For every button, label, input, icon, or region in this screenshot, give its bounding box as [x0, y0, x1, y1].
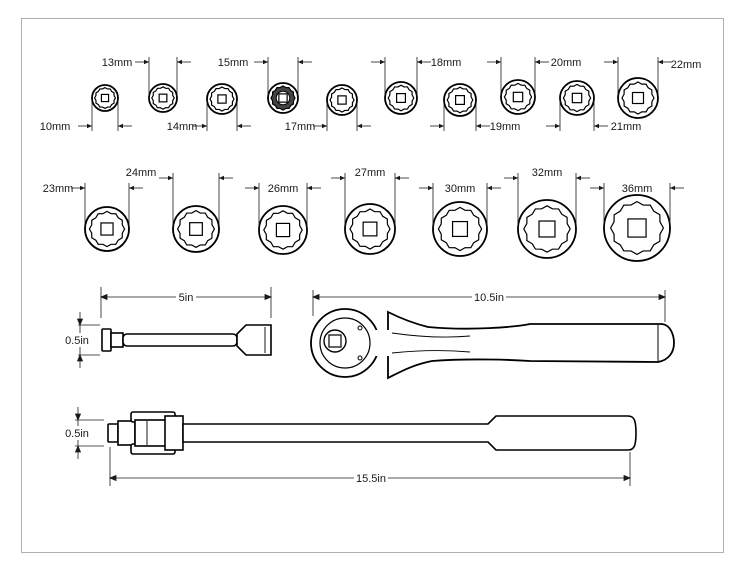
socket-dimension	[313, 102, 371, 131]
socket-square-drive	[512, 91, 524, 103]
socket-size-label: 22mm	[671, 59, 702, 71]
socket-size-label: 36mm	[622, 183, 653, 195]
socket-13mm: 13mm	[102, 57, 191, 113]
socket-17mm: 17mm	[285, 84, 371, 133]
socket-size-label: 20mm	[551, 57, 582, 69]
socket-dimension	[193, 101, 251, 131]
socket-square-drive	[631, 91, 645, 105]
socket-dimension	[78, 100, 132, 131]
socket-dimension	[331, 173, 409, 227]
socket-23mm: 23mm	[43, 183, 143, 252]
socket-square-drive	[217, 94, 227, 104]
socket-size-label: 30mm	[445, 183, 476, 195]
breaker-bar-drawing	[107, 411, 637, 455]
extension-bar: 5in 0.5in	[64, 287, 273, 368]
ratchet-drawing	[310, 308, 675, 380]
socket-dimension	[504, 173, 590, 227]
socket-square-drive	[189, 222, 203, 236]
socket-24mm: 24mm	[126, 167, 233, 253]
socket-size-label: 24mm	[126, 167, 157, 179]
socket-27mm: 27mm	[331, 167, 409, 255]
socket-36mm: 36mm	[590, 183, 684, 262]
breaker-bar-length-label: 15.5in	[356, 473, 386, 485]
socket-square-drive	[362, 221, 378, 237]
breaker-bar: 15.5in 0.5in	[64, 407, 637, 486]
socket-square-drive	[337, 95, 347, 105]
socket-square-drive	[571, 92, 583, 104]
socket-dimension	[590, 183, 684, 226]
ratchet: 10.5in	[310, 290, 675, 380]
socket-size-label: 15mm	[218, 57, 249, 69]
socket-square-drive	[100, 222, 114, 236]
socket-square-drive	[451, 220, 469, 238]
socket-square-drive	[158, 93, 168, 103]
socket-15mm: 15mm	[218, 57, 312, 114]
frame-border	[21, 18, 724, 553]
socket-size-label: 14mm	[167, 121, 198, 133]
socket-square-drive	[278, 93, 288, 103]
socket-size-label: 18mm	[431, 57, 462, 69]
socket-square-drive	[396, 92, 407, 103]
socket-size-label: 26mm	[268, 183, 299, 195]
sockets-group: 10mm 13mm 14mm 15mm 17mm 18mm 19mm 20mm 21mm 22mm…	[40, 57, 702, 262]
extension-length-label: 5in	[179, 292, 194, 304]
extension-height-label: 0.5in	[65, 335, 89, 347]
socket-30mm: 30mm	[419, 183, 501, 257]
socket-dimension	[159, 173, 233, 227]
ratchet-length-label: 10.5in	[474, 292, 504, 304]
socket-square-drive	[455, 94, 466, 105]
socket-size-label: 19mm	[490, 121, 521, 133]
socket-dimension	[371, 57, 431, 96]
socket-square-drive	[538, 220, 556, 238]
socket-dimension	[71, 183, 143, 227]
socket-size-label: 27mm	[355, 167, 386, 179]
socket-32mm: 32mm	[504, 167, 590, 259]
socket-dimension	[487, 57, 549, 95]
socket-size-label: 23mm	[43, 183, 74, 195]
breaker-bar-height-label: 0.5in	[65, 428, 89, 440]
socket-dimension	[419, 183, 501, 227]
socket-size-label: 13mm	[102, 57, 133, 69]
socket-dimension	[430, 102, 490, 131]
socket-19mm: 19mm	[430, 83, 521, 133]
socket-square-drive	[100, 93, 110, 103]
breaker-bar-height-dimension	[74, 407, 104, 459]
socket-dimension	[254, 57, 312, 96]
socket-26mm: 26mm	[245, 183, 321, 255]
socket-22mm: 22mm	[604, 57, 702, 119]
socket-14mm: 14mm	[167, 83, 251, 133]
socket-square-drive	[627, 218, 647, 238]
socket-21mm: 21mm	[546, 80, 642, 133]
socket-size-label: 10mm	[40, 121, 71, 133]
socket-size-label: 17mm	[285, 121, 316, 133]
extension-drawing	[101, 324, 272, 356]
socket-20mm: 20mm	[487, 57, 582, 115]
socket-dimension	[135, 57, 191, 96]
socket-dimension	[245, 183, 321, 228]
socket-dimension	[546, 100, 608, 131]
socket-size-label: 32mm	[532, 167, 563, 179]
socket-size-label: 21mm	[611, 121, 642, 133]
socket-18mm: 18mm	[371, 57, 462, 115]
socket-dimension	[604, 57, 672, 96]
socket-10mm: 10mm	[40, 84, 132, 133]
socket-square-drive	[275, 222, 291, 238]
